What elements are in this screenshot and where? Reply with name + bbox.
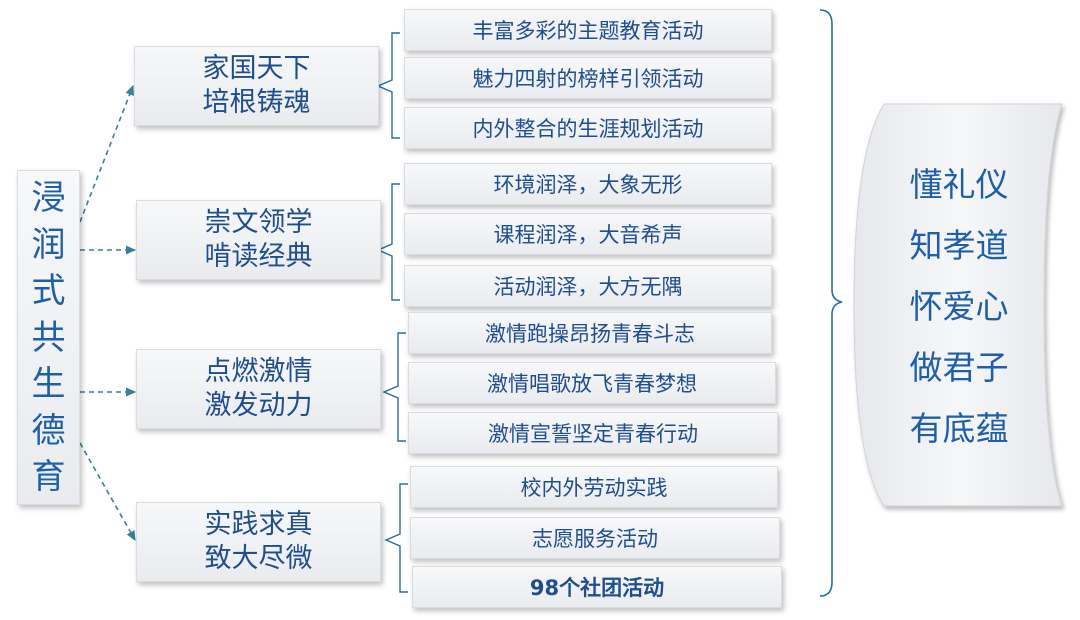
branch-title-line2: 激发动力 <box>204 390 313 421</box>
leaf-label: 环境润泽，大象无形 <box>493 173 683 197</box>
bracket-3 <box>382 332 406 442</box>
branch-node-3: 点燃激情 激发动力 <box>136 349 381 429</box>
outcome-item: 怀爱心 <box>909 287 1009 326</box>
leaf-item: 课程润泽，大音希声 <box>404 213 772 255</box>
leaf-label: 志愿服务活动 <box>532 527 658 551</box>
root-char: 育 <box>31 457 66 497</box>
leaf-item: 98个社团活动 <box>412 566 782 608</box>
root-char: 德 <box>31 410 66 451</box>
outcome-item: 做君子 <box>909 348 1009 387</box>
leaf-label: 丰富多彩的主题教育活动 <box>472 19 704 43</box>
root-char: 生 <box>31 364 66 404</box>
bracket-2 <box>376 183 400 301</box>
leaf-item: 激情唱歌放飞青春梦想 <box>408 362 776 404</box>
outcome-item: 有底蕴 <box>909 409 1009 448</box>
root-char: 式 <box>31 271 66 311</box>
branch-title-line2: 培根铸魂 <box>202 87 311 118</box>
branch-title-line2: 啃读经典 <box>204 241 313 272</box>
leaf-item: 激情宣誓坚定青春行动 <box>408 412 778 454</box>
leaf-item: 校内外劳动实践 <box>410 466 778 508</box>
connector-4 <box>79 442 136 541</box>
leaf-item: 丰富多彩的主题教育活动 <box>404 9 772 51</box>
branch-title-line1: 家国天下 <box>202 53 311 85</box>
leaf-item: 活动润泽，大方无隅 <box>404 265 772 307</box>
branch-title-line2: 致大尽微 <box>204 543 313 574</box>
leaf-item: 魅力四射的榜样引领活动 <box>404 57 772 99</box>
branch-node-2: 崇文领学 啃读经典 <box>136 200 381 280</box>
root-char: 共 <box>31 317 66 358</box>
bracket-1 <box>376 32 400 139</box>
connector-1 <box>79 84 134 223</box>
leaf-item: 环境润泽，大象无形 <box>404 163 772 205</box>
leaf-label: 课程润泽，大音希声 <box>493 223 683 247</box>
right-brace <box>819 9 843 597</box>
branch-node-1: 家国天下 培根铸魂 <box>134 46 379 126</box>
leaf-label: 活动润泽，大方无隅 <box>493 275 683 299</box>
leaf-label: 98个社团活动 <box>529 576 665 600</box>
leaf-label: 内外整合的生涯规划活动 <box>472 117 704 141</box>
branch-title-line1: 崇文领学 <box>204 207 313 239</box>
leaf-label: 激情宣誓坚定青春行动 <box>488 422 698 446</box>
leaf-label: 校内外劳动实践 <box>520 476 668 500</box>
leaf-label: 激情跑操昂扬青春斗志 <box>485 322 695 346</box>
root-char: 浸 <box>31 178 66 218</box>
branch-title-line1: 点燃激情 <box>204 356 313 388</box>
bracket-4 <box>384 483 408 593</box>
root-char: 润 <box>31 224 66 265</box>
branch-title-line1: 实践求真 <box>204 509 313 541</box>
root-node: 浸 润 式 共 生 德 育 <box>17 170 80 505</box>
leaf-label: 激情唱歌放飞青春梦想 <box>487 372 697 396</box>
leaf-item: 志愿服务活动 <box>410 517 780 559</box>
outcome-scroll <box>853 103 1063 507</box>
branch-node-4: 实践求真 致大尽微 <box>136 502 381 582</box>
leaf-item: 激情跑操昂扬青春斗志 <box>408 312 772 354</box>
outcome-list: 懂礼仪 知孝道 怀爱心 做君子 有底蕴 <box>848 100 1070 513</box>
outcome-item: 懂礼仪 <box>909 165 1009 204</box>
outcome-item: 知孝道 <box>909 226 1009 265</box>
leaf-label: 魅力四射的榜样引领活动 <box>472 67 704 91</box>
leaf-item: 内外整合的生涯规划活动 <box>404 107 772 149</box>
